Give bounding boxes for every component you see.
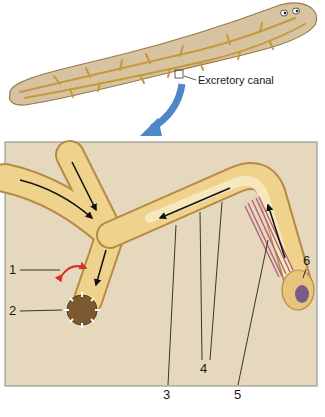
part-label: Excretory canal [198, 74, 274, 86]
callout-number: 1 [9, 263, 16, 277]
callout-number: 3 [163, 388, 170, 402]
zoom-arrow [140, 84, 182, 136]
callout-number: 6 [303, 254, 310, 268]
callout-number: 2 [9, 304, 16, 318]
callout-number: 4 [200, 362, 207, 376]
inset-panel [5, 142, 317, 386]
flatworm-body [10, 3, 317, 105]
callout-number: 5 [234, 388, 241, 402]
